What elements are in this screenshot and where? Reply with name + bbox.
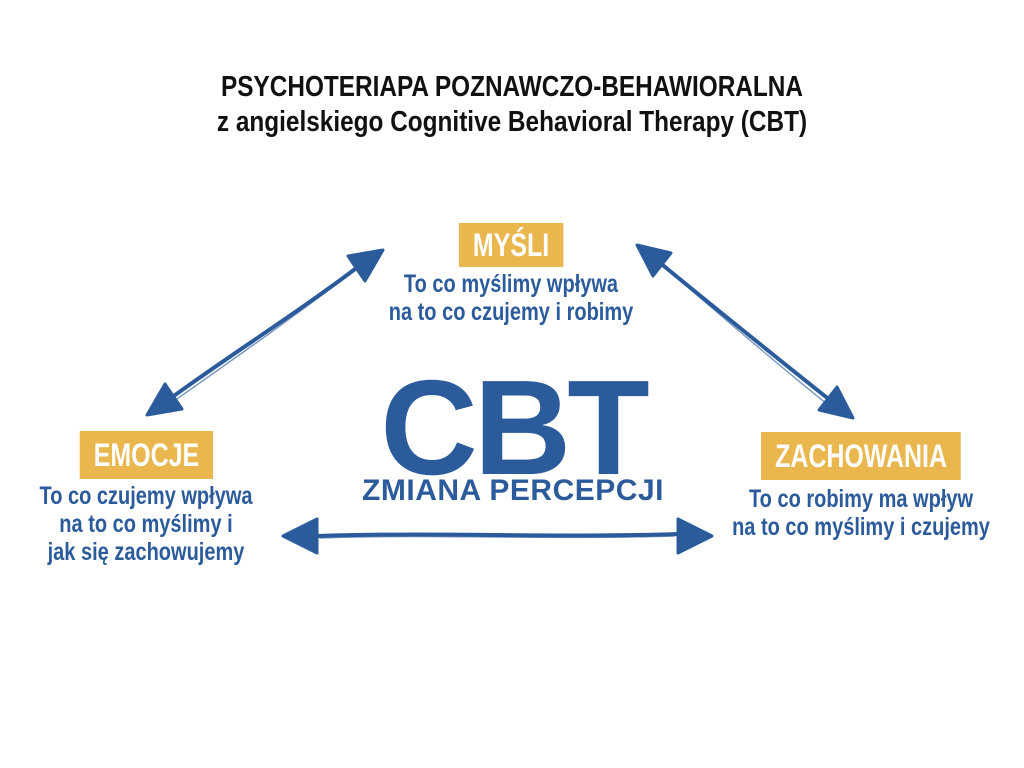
node-emotions-description: To co czujemy wpływa na to co myślimy i … (39, 482, 252, 566)
node-behaviors-desc-line-1: To co robimy ma wpływ (748, 485, 974, 513)
page-title: PSYCHOTERIAPA POZNAWCZO-BEHAWIORALNA z a… (82, 70, 942, 140)
arrow-emotions-behaviors (281, 517, 714, 555)
arrow-emotions-behaviors-line (315, 532, 680, 538)
node-thoughts-label: MYŚLI (458, 223, 564, 267)
cbt-acronym: CBT (380, 352, 649, 503)
arrow-head-down-left-icon (145, 382, 184, 417)
arrow-head-left-icon (281, 517, 319, 555)
arrow-emotions-thoughts-line (169, 264, 361, 400)
arrow-head-down-right-icon (817, 385, 855, 420)
node-emotions-label: EMOCJE (79, 431, 213, 479)
node-thoughts-description: To co myślimy wpływa na to co czujemy i … (389, 270, 634, 326)
node-behaviors-desc-line-2: na to co myślimy i czujemy (732, 513, 990, 541)
node-thoughts: MYŚLI To co myślimy wpływa na to co czuj… (358, 223, 664, 326)
arrow-thoughts-behaviors-line-echo (661, 264, 828, 405)
arrow-thoughts-behaviors (635, 243, 855, 420)
arrow-emotions-thoughts-line-echo (173, 269, 356, 402)
node-emotions: EMOCJE To co czujemy wpływa na to co myś… (13, 431, 279, 566)
node-behaviors-description: To co robimy ma wpływ na to co myślimy i… (732, 485, 990, 541)
arrow-thoughts-behaviors-line (657, 260, 833, 403)
node-emotions-desc-line-1: To co czujemy wpływa (39, 482, 253, 510)
node-behaviors: ZACHOWANIA To co robimy ma wpływ na to c… (700, 432, 1022, 541)
cbt-subtitle: ZMIANA PERCEPCJI (362, 474, 664, 507)
cbt-center: CBT ZMIANA PERCEPCJI (362, 360, 664, 508)
node-thoughts-desc-line-2: na to co czujemy i robimy (388, 298, 634, 326)
node-behaviors-label: ZACHOWANIA (760, 432, 961, 480)
title-line-1: PSYCHOTERIAPA POZNAWCZO-BEHAWIORALNA (221, 71, 803, 103)
node-thoughts-desc-line-1: To co myślimy wpływa (403, 270, 619, 298)
node-emotions-desc-line-2: na to co myślimy i (59, 510, 233, 538)
title-line-2: z angielskiego Cognitive Behavioral Ther… (216, 105, 808, 138)
node-emotions-desc-line-3: jak się zachowujemy (47, 538, 245, 566)
arrow-emotions-behaviors-line-echo (319, 535, 675, 539)
arrow-emotions-thoughts (145, 248, 385, 417)
